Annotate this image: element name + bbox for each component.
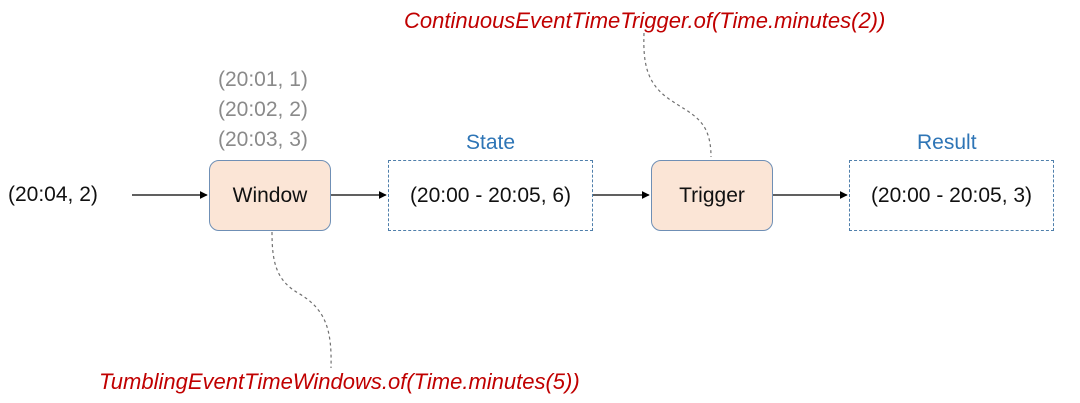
result-label: Result bbox=[917, 131, 977, 154]
trigger-node: Trigger bbox=[651, 160, 773, 231]
result-node: (20:00 - 20:05, 3) bbox=[849, 160, 1054, 231]
state-label: State bbox=[466, 131, 516, 154]
history-event-1: (20:01, 1) bbox=[218, 68, 308, 91]
history-event-3: (20:03, 3) bbox=[218, 128, 308, 151]
window-annotation: TumblingEventTimeWindows.of(Time.minutes… bbox=[99, 369, 580, 394]
history-event-2: (20:02, 2) bbox=[218, 98, 308, 121]
window-node: Window bbox=[209, 160, 331, 231]
window-node-label: Window bbox=[232, 183, 308, 207]
trigger-node-label: Trigger bbox=[679, 183, 745, 207]
result-node-value: (20:00 - 20:05, 3) bbox=[870, 183, 1033, 207]
window-annotation-connector bbox=[271, 231, 332, 369]
trigger-annotation-connector bbox=[643, 32, 712, 158]
trigger-annotation: ContinuousEventTimeTrigger.of(Time.minut… bbox=[404, 8, 886, 33]
state-node: (20:00 - 20:05, 6) bbox=[388, 160, 593, 231]
state-node-value: (20:00 - 20:05, 6) bbox=[409, 183, 572, 207]
input-event: (20:04, 2) bbox=[8, 183, 98, 206]
